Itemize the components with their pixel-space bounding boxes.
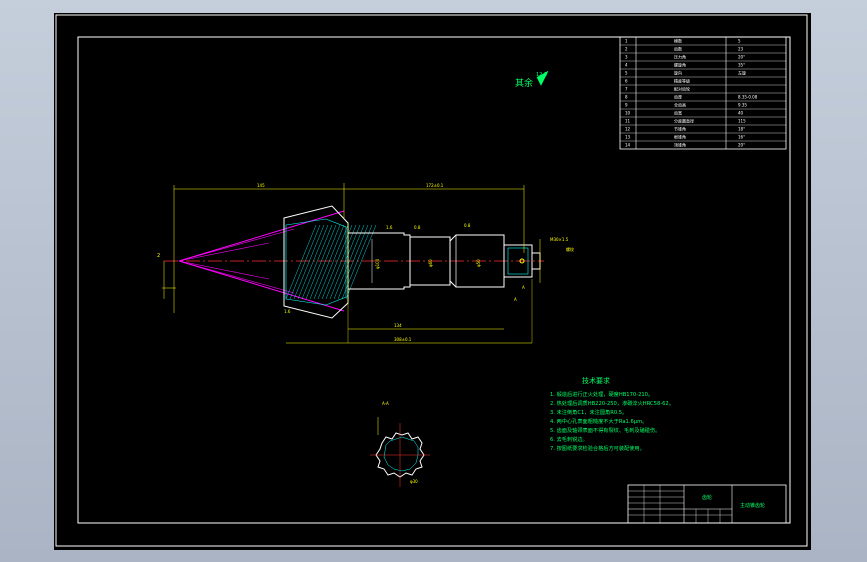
roughness-label: 其余 xyxy=(515,77,533,89)
hatch-line xyxy=(329,224,361,300)
table-cell: 顶锥角 xyxy=(674,142,686,148)
svg-text:A-A: A-A xyxy=(382,401,389,406)
svg-text:0.8: 0.8 xyxy=(414,225,421,230)
svg-text:φ100: φ100 xyxy=(375,258,380,269)
table-cell: 1 xyxy=(625,39,628,44)
svg-text:145: 145 xyxy=(257,183,265,188)
cone-projection-lines xyxy=(178,210,345,312)
svg-text:172±0.1: 172±0.1 xyxy=(426,183,444,188)
svg-text:φ50: φ50 xyxy=(476,259,481,267)
tech-line: 2. 热处理后调质HB220-250，渗碳淬火HRC58-62。 xyxy=(550,399,674,407)
svg-text:308±0.1: 308±0.1 xyxy=(394,337,412,342)
tech-line: 1. 锻造后进行正火处理，硬度HB170-210。 xyxy=(550,390,653,398)
table-cell: 节锥角 xyxy=(674,126,686,132)
table-cell: 齿厚 xyxy=(674,94,682,100)
drawing-canvas: 1 模数 5 2 齿数 23 3 压力角 20° 4 螺旋角 35° 5 旋向 左旋 6 精度等级 7 配对齿轮 8 齿… xyxy=(55,14,808,547)
svg-text:M30×1.5: M30×1.5 xyxy=(550,237,569,242)
hatch-line xyxy=(289,224,321,300)
drawing-viewport[interactable]: 1 模数 5 2 齿数 23 3 压力角 20° 4 螺旋角 35° 5 旋向 左旋 6 精度等级 7 配对齿轮 8 齿… xyxy=(54,13,811,550)
table-cell: 11 xyxy=(625,119,631,124)
tech-line: 5. 齿面及轴颈表面不得有裂纹、毛刺及磕碰伤。 xyxy=(550,426,660,434)
table-cell: 2 xyxy=(625,47,628,52)
parameter-table: 1 模数 5 2 齿数 23 3 压力角 20° 4 螺旋角 35° 5 旋向 左旋 6 精度等级 7 配对齿轮 8 齿… xyxy=(619,36,787,150)
spline-section-view: A-A φ30 xyxy=(370,401,430,487)
svg-text:φ60: φ60 xyxy=(428,259,433,267)
tech-line: 7. 按图纸要求检验合格后方可装配使用。 xyxy=(550,444,645,452)
hatch-line xyxy=(297,224,329,300)
table-cell: 全齿高 xyxy=(674,102,686,108)
hatch-line xyxy=(309,224,341,300)
hatch-line xyxy=(285,224,317,300)
svg-text:1.6: 1.6 xyxy=(386,225,393,230)
title-block-part: 齿轮 xyxy=(702,494,712,501)
table-cell: 9 xyxy=(625,103,628,108)
table-cell: 12 xyxy=(625,127,631,132)
hatch-line xyxy=(305,224,337,300)
dimension-lines: 145 172±0.1 134 308±0.1 2 φ100 φ60 φ50 M… xyxy=(157,183,574,344)
hatch-line xyxy=(341,224,373,300)
roughness-value: 12.5 xyxy=(536,72,547,78)
table-cell: 配对齿轮 xyxy=(674,86,690,92)
outer-frame xyxy=(55,14,808,547)
table-cell: 18° xyxy=(738,127,745,132)
tech-line: 3. 未注倒角C1，未注圆角R0.5。 xyxy=(550,408,627,416)
title-block-name: 主动锥齿轮 xyxy=(740,502,765,509)
roughness-note: 其余 12.5 xyxy=(515,70,549,89)
inner-frame xyxy=(77,36,791,524)
svg-text:2: 2 xyxy=(157,253,160,259)
tech-title: 技术要求 xyxy=(582,376,610,385)
table-cell: 旋向 xyxy=(674,70,682,76)
table-cell: 螺旋角 xyxy=(674,62,686,68)
table-cell: 35° xyxy=(738,63,745,68)
hatch-line xyxy=(345,224,377,300)
table-cell: 40 xyxy=(738,111,744,116)
table-cell: 模数 xyxy=(674,38,682,44)
hatch-line xyxy=(293,224,325,300)
table-cell: 根锥角 xyxy=(674,134,686,140)
svg-text:0.8: 0.8 xyxy=(464,223,471,228)
table-cell: 20° xyxy=(738,143,745,148)
table-cell: 13 xyxy=(625,135,631,140)
table-cell: 5 xyxy=(738,39,741,44)
hatch-line xyxy=(321,224,353,300)
table-cell: 7 xyxy=(625,87,628,92)
table-cell: 6 xyxy=(625,79,628,84)
table-cell: 4 xyxy=(625,63,628,68)
gear-cone-head xyxy=(283,205,377,319)
table-cell: 分度圆直径 xyxy=(674,118,694,124)
table-cell: 10 xyxy=(625,111,631,116)
technical-requirements: 技术要求 1. 锻造后进行正火处理，硬度HB170-210。2. 热处理后调质H… xyxy=(550,376,674,452)
hatch-line xyxy=(301,224,333,300)
table-cell: 8 xyxy=(625,95,628,100)
table-cell: 3 xyxy=(625,55,628,60)
svg-text:A: A xyxy=(514,297,517,302)
table-cell: 精度等级 xyxy=(674,78,690,84)
table-cell: 16° xyxy=(738,135,745,140)
hatch-line xyxy=(325,224,357,300)
table-cell: 9.35 xyxy=(738,103,747,108)
table-cell: 115 xyxy=(738,119,746,124)
svg-text:φ30: φ30 xyxy=(410,479,418,484)
table-cell: 齿数 xyxy=(674,46,682,52)
title-block: 齿轮 主动锥齿轮 xyxy=(627,484,787,524)
table-cell: 5 xyxy=(625,71,628,76)
tech-line: 6. 去毛刺锐边。 xyxy=(550,435,588,443)
hatch-line xyxy=(333,224,365,300)
table-cell: 左旋 xyxy=(738,70,746,76)
table-cell: 20° xyxy=(738,55,745,60)
table-cell: 14 xyxy=(625,143,631,148)
hatch-line xyxy=(317,224,349,300)
table-cell: 8.35-0.08 xyxy=(738,95,758,100)
svg-text:134: 134 xyxy=(394,323,402,328)
tech-line: 4. 两中心孔表面粗糙度不大于Ra1.6μm。 xyxy=(550,417,647,425)
svg-text:1.6: 1.6 xyxy=(284,309,291,314)
table-cell: 23 xyxy=(738,47,744,52)
hatch-line xyxy=(337,224,369,300)
table-cell: 压力角 xyxy=(674,54,686,60)
svg-text:A: A xyxy=(522,285,525,290)
svg-text:螺纹: 螺纹 xyxy=(566,246,574,252)
hatch-line xyxy=(313,224,345,300)
table-cell: 齿宽 xyxy=(674,110,682,116)
